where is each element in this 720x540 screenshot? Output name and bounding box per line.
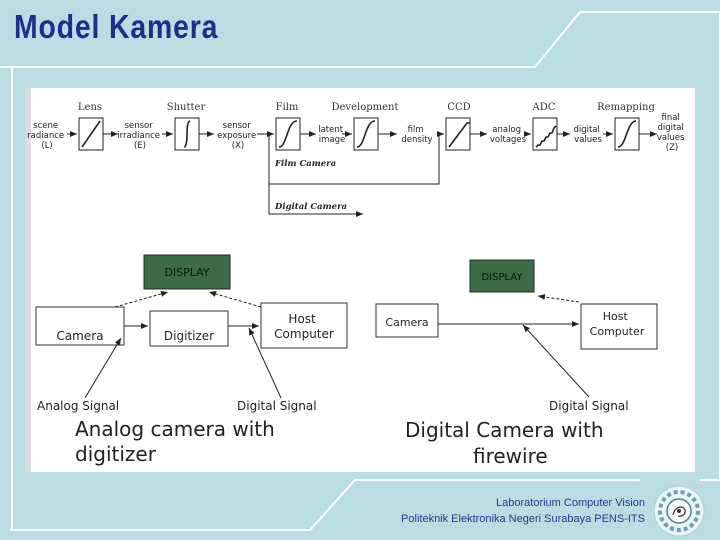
lens-linear-curve [81, 120, 101, 148]
development-s-curve [356, 120, 376, 148]
adc-box [532, 117, 558, 151]
shutter-curve [183, 120, 191, 148]
adc-staircase-curve [535, 125, 557, 148]
final-digital-values-label: final digital values (Z) [657, 113, 687, 153]
film-camera-label: Film Camera [274, 159, 336, 169]
film-density-label: film density [401, 125, 432, 145]
digital-camera-box-label: Camera [385, 316, 428, 329]
footer-lab-name: Laboratorium Computer Vision [496, 497, 645, 509]
stage-remapping-label: Remapping [597, 102, 655, 113]
analog-host-computer-box [260, 302, 348, 349]
stage-film-label: Film [276, 102, 299, 113]
analog-digital-signal-pointer [248, 327, 282, 399]
digital-caption: Digital Camera with firewire [405, 418, 610, 468]
digital-values-label: digital values [573, 125, 602, 145]
digital-signal-label: Digital Signal [549, 399, 629, 413]
stage-ccd-label: CCD [447, 102, 470, 113]
arrow-host-to-display [208, 291, 262, 308]
stage-shutter-label: Shutter [167, 102, 206, 113]
digital-camera-branch [268, 184, 363, 217]
latent-image-label: latent image [318, 125, 346, 145]
arrow-host-to-digital-display [537, 294, 580, 303]
analog-display-label: DISPLAY [164, 266, 209, 279]
figure-left-edge [25, 88, 31, 472]
pens-its-gear-logo-icon [653, 485, 705, 537]
digital-signal-pointer [522, 324, 590, 398]
film-camera-loop [268, 131, 444, 185]
scene-radiance-label: scene radiance (L) [27, 121, 67, 151]
stage-development-label: Development [332, 102, 399, 113]
footer-institution: Politeknik Elektronika Negeri Surabaya P… [401, 513, 645, 525]
analog-signal-pointer [84, 337, 122, 399]
digital-camera-label: Digital Camera [274, 202, 347, 212]
digital-host-computer-box [580, 303, 658, 350]
remapping-curve [617, 120, 637, 148]
analog-host-computer-label: Host Computer [274, 312, 334, 341]
digital-display-label: DISPLAY [481, 272, 523, 283]
digitizer-box [149, 310, 229, 347]
analog-display-box [143, 254, 231, 290]
stage-lens-label: Lens [78, 102, 102, 113]
camera-model-diagram: Lens Shutter Film Development CCD ADC Re… [25, 88, 687, 472]
digital-host-computer-label: Host Computer [590, 310, 645, 338]
analog-camera-box [35, 306, 125, 346]
film-s-curve [278, 120, 298, 148]
ccd-curve [448, 122, 470, 148]
analog-voltages-label: analog voltages [490, 125, 527, 145]
analog-caption: Analog camera with digitizer [75, 417, 281, 466]
analog-signal-label: Analog Signal [37, 399, 119, 413]
arrow-camera-to-display [114, 291, 169, 308]
sensor-irradiance-label: sensor irradiance (E) [117, 121, 162, 151]
digital-camera-box [375, 303, 439, 338]
analog-camera-label: Camera [56, 329, 103, 343]
footer-credits: Laboratorium Computer Vision Politeknik … [401, 495, 645, 527]
stage-adc-label: ADC [532, 102, 556, 113]
analog-digital-signal-label: Digital Signal [237, 399, 317, 413]
camera-model-figure: Lens Shutter Film Development CCD ADC Re… [25, 88, 695, 472]
digital-display-box [469, 259, 535, 293]
sensor-exposure-label: sensor exposure (X) [217, 121, 259, 151]
slide-title: Model Kamera [14, 8, 219, 45]
digitizer-label: Digitizer [164, 329, 214, 343]
